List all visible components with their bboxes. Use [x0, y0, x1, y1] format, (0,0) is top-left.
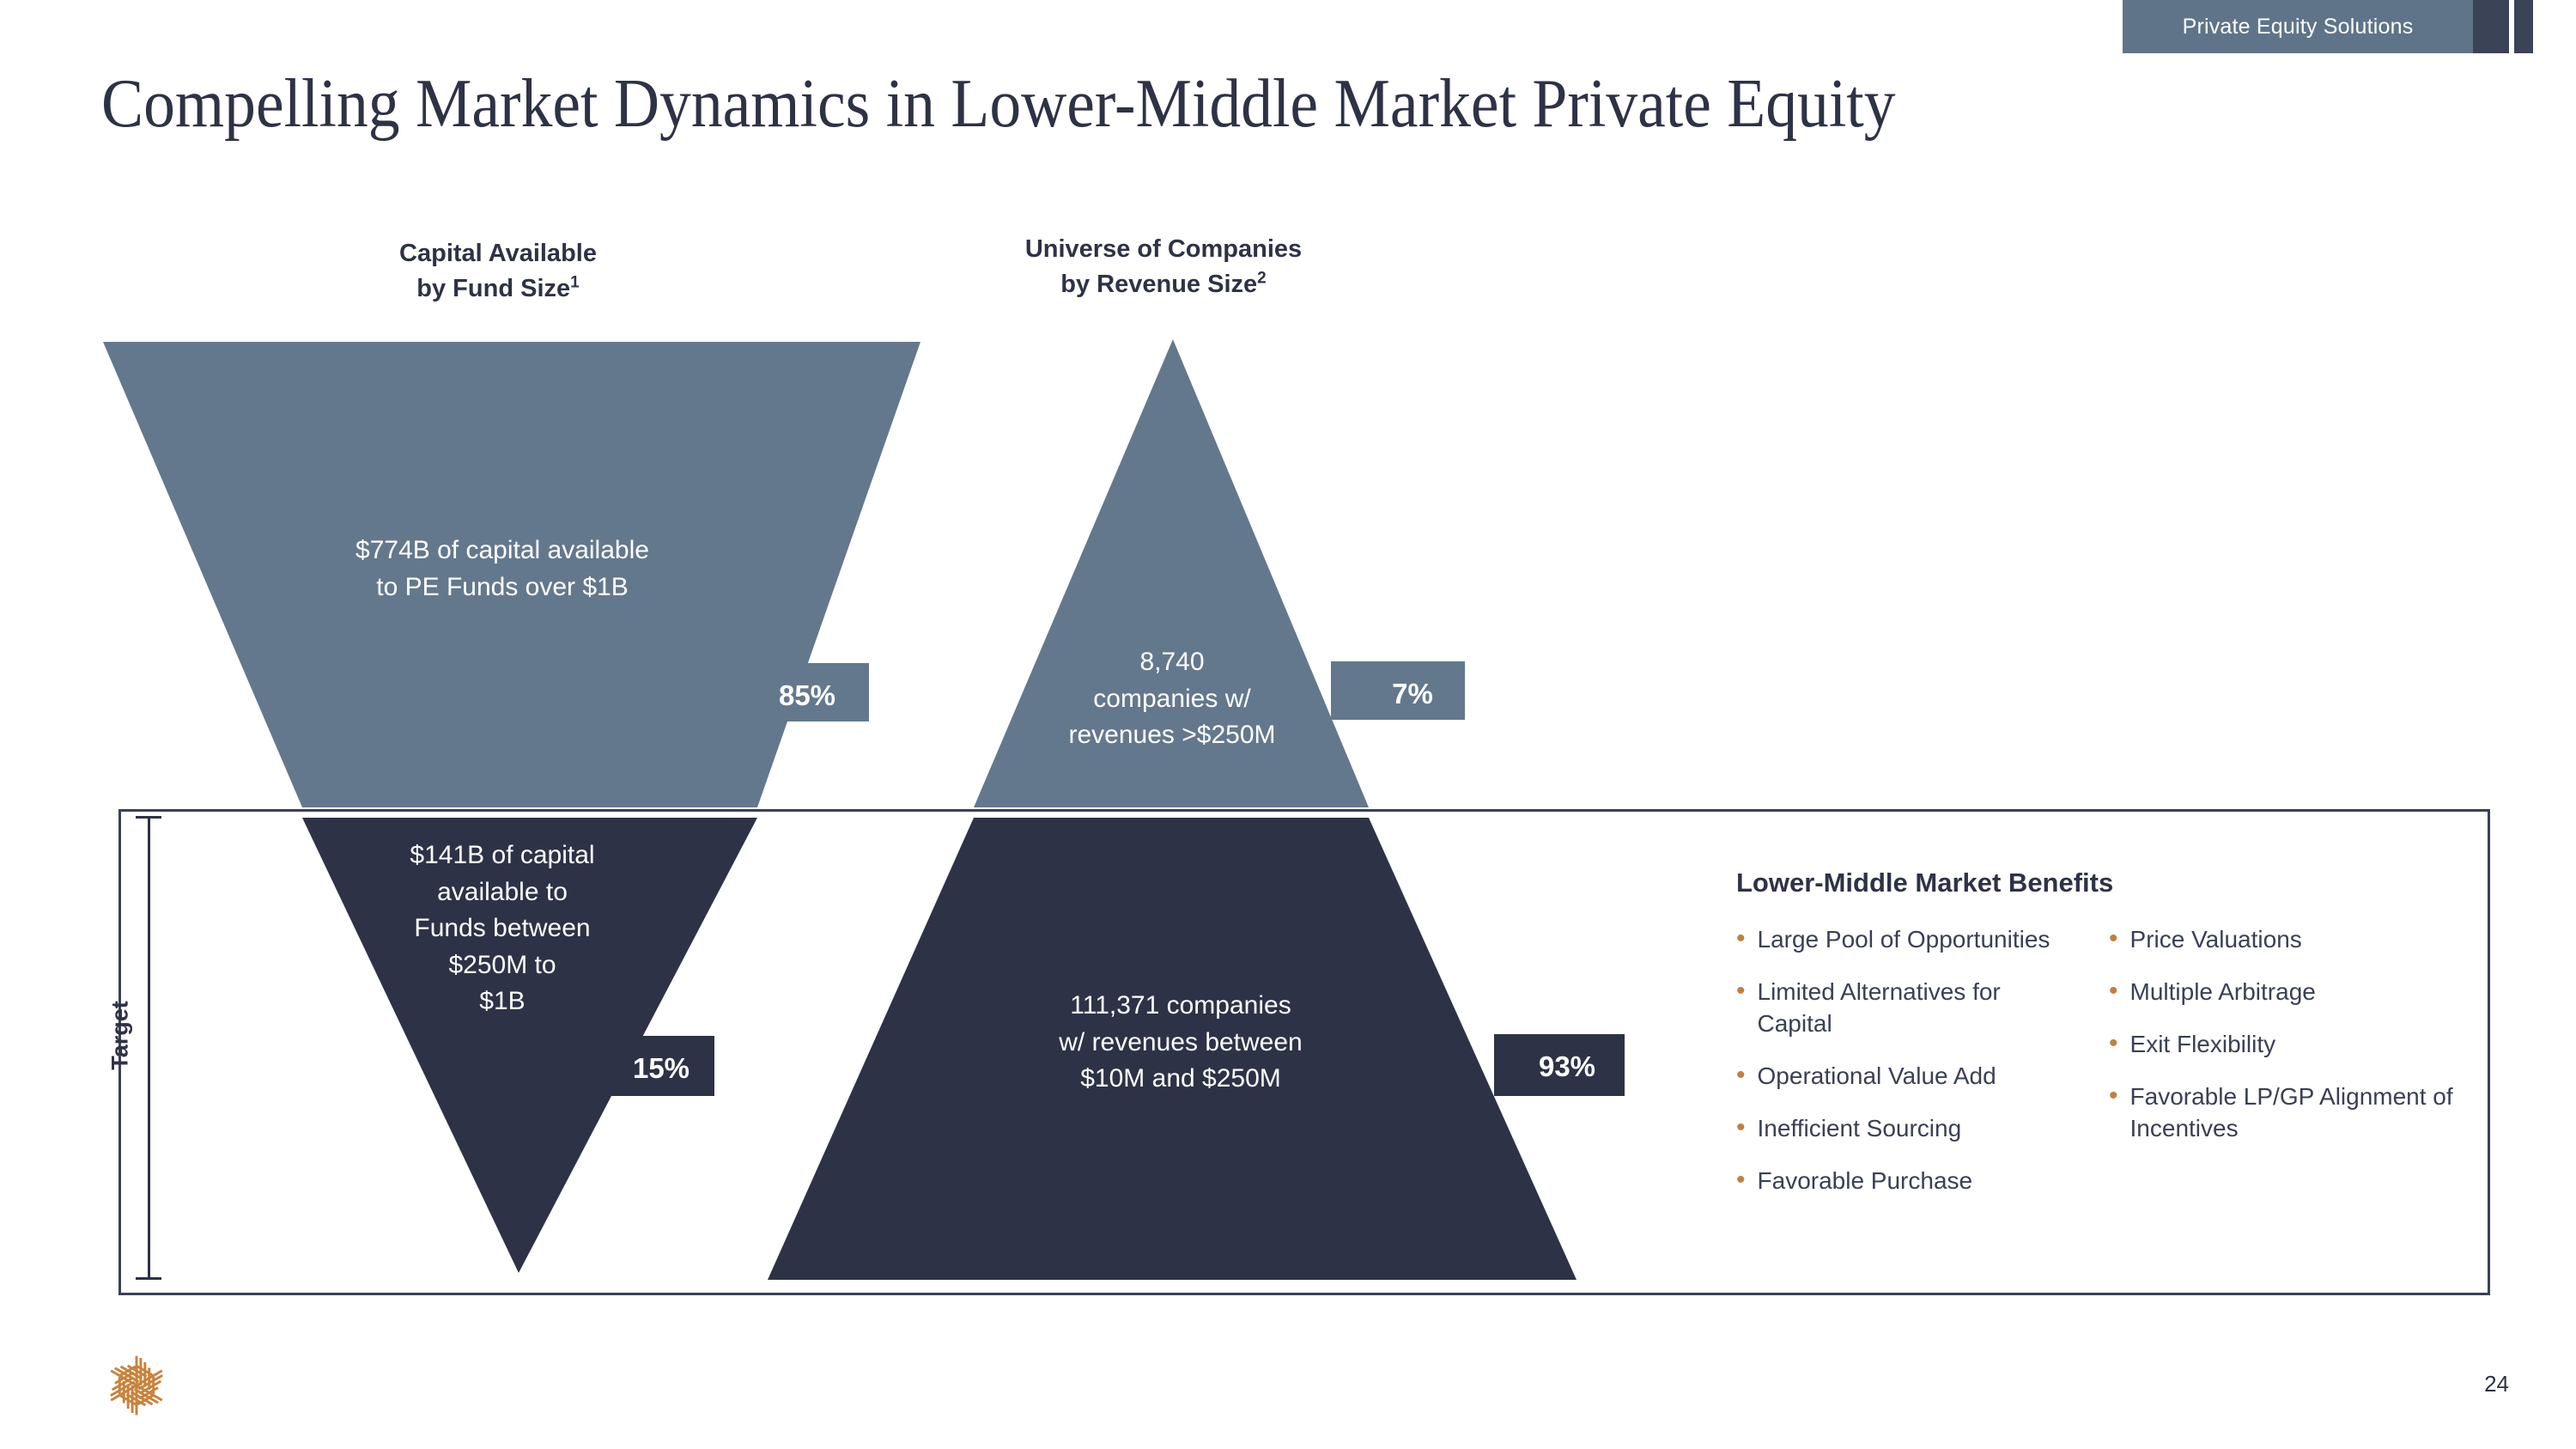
column-heading-line1: Universe of Companies	[1024, 235, 1303, 263]
column-heading-line2: by Revenue Size2	[1060, 269, 1267, 299]
benefit-item: • Favorable Purchase	[1736, 1166, 2071, 1197]
target-label: Target	[106, 1001, 133, 1070]
benefit-item-label: Favorable Purchase	[1757, 1166, 1973, 1194]
benefit-item-label: Inefficient Sourcing	[1757, 1114, 1962, 1142]
funnel-shape-bottom-left	[302, 818, 757, 1273]
column-heading-line2: by Fund Size1	[416, 273, 580, 303]
pct-label-93: 93%	[1538, 1050, 1596, 1082]
page-title: Compelling Market Dynamics in Lower-Midd…	[101, 66, 1896, 142]
benefit-item: • Inefficient Sourcing	[1736, 1113, 2071, 1145]
bullet-icon: •	[2109, 1081, 2118, 1110]
benefit-item-label: Large Pool of Opportunities	[1757, 926, 2050, 953]
column-heading-capital-available: Capital Available by Fund Size1	[283, 236, 713, 307]
target-bracket-cap-bottom	[136, 1277, 161, 1280]
benefits-panel: Lower-Middle Market Benefits • Large Poo…	[1736, 868, 2492, 1218]
pct-label-7: 7%	[1392, 678, 1433, 709]
target-bracket: Target	[103, 816, 172, 1280]
benefit-item: • Exit Flexibility	[2109, 1029, 2470, 1061]
header-accent-block-1	[2473, 0, 2509, 53]
footnote-marker: 1	[570, 273, 580, 292]
benefit-item-label: Limited Alternatives for Capital	[1757, 977, 2001, 1037]
bullet-icon: •	[1736, 1165, 1746, 1194]
benefit-item: • Limited Alternatives for Capital	[1736, 977, 2071, 1040]
funnel-label-bottom-right: 111,371 companies w/ revenues between $1…	[1059, 991, 1303, 1093]
pct-badge-85	[757, 663, 869, 721]
pct-badge-93	[1494, 1034, 1625, 1096]
funnel-shape-top-left	[103, 342, 920, 807]
pct-badge-7	[1331, 661, 1465, 720]
bullet-icon: •	[2109, 976, 2118, 1005]
funnel-label-bottom-left: $141B of capital available to Funds betw…	[410, 841, 595, 1016]
bullet-icon: •	[1736, 1060, 1746, 1089]
benefit-item: • Operational Value Add	[1736, 1061, 2071, 1093]
bullet-icon: •	[1736, 924, 1746, 953]
target-region-box	[118, 809, 2490, 1295]
bullet-icon: •	[2109, 924, 2118, 953]
benefits-column-right: • Price Valuations • Multiple Arbitrage …	[2109, 924, 2470, 1218]
header-section-tab: Private Equity Solutions	[2123, 0, 2473, 53]
pct-badge-15	[611, 1036, 714, 1096]
footnote-marker: 2	[1257, 269, 1267, 288]
header-accent-block-2	[2514, 0, 2533, 53]
column-heading-universe-of-companies: Universe of Companies by Revenue Size2	[906, 232, 1421, 302]
benefits-column-left: • Large Pool of Opportunities • Limited …	[1736, 924, 2071, 1218]
bullet-icon: •	[1736, 976, 1746, 1005]
funnel-label-top-left: $774B of capital available to PE Funds o…	[355, 536, 649, 601]
benefit-item: • Favorable LP/GP Alignment of Incentive…	[2109, 1081, 2470, 1145]
funnel-label-top-right: 8,740 companies w/ revenues >$250M	[1068, 648, 1276, 750]
header-section-tab-label: Private Equity Solutions	[2182, 14, 2414, 39]
bullet-icon: •	[1736, 1112, 1746, 1142]
benefit-item: • Price Valuations	[2109, 924, 2470, 956]
benefit-item: • Large Pool of Opportunities	[1736, 924, 2071, 956]
company-logo-icon	[110, 1355, 163, 1416]
bullet-icon: •	[2109, 1028, 2118, 1057]
benefit-item-label: Price Valuations	[2129, 926, 2302, 953]
benefit-item: • Multiple Arbitrage	[2109, 977, 2470, 1008]
benefit-item-label: Exit Flexibility	[2129, 1030, 2276, 1057]
pct-label-15: 15%	[632, 1052, 690, 1084]
pct-label-85: 85%	[778, 679, 836, 711]
benefit-item-label: Operational Value Add	[1757, 1062, 1996, 1089]
target-bracket-line	[148, 816, 150, 1280]
benefit-item-label: Favorable LP/GP Alignment of Incentives	[2129, 1082, 2453, 1142]
benefit-item-label: Multiple Arbitrage	[2129, 977, 2316, 1005]
page-number: 24	[2484, 1371, 2509, 1397]
column-heading-line1: Capital Available	[399, 240, 597, 267]
funnel-shape-top-right	[974, 339, 1369, 807]
funnel-shape-bottom-right	[768, 818, 1577, 1280]
benefits-title: Lower-Middle Market Benefits	[1736, 868, 2114, 898]
